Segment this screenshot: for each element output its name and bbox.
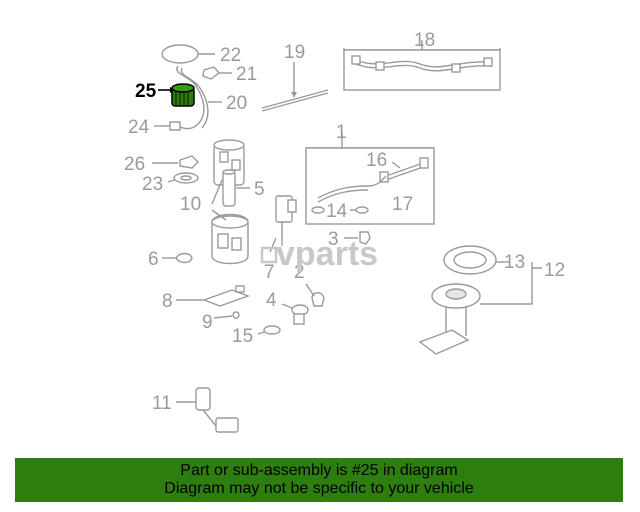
part-5-pump bbox=[222, 169, 236, 207]
callout-19: 19 bbox=[284, 42, 305, 63]
callout-25: 25 bbox=[135, 81, 157, 102]
callout-22: 22 bbox=[220, 45, 241, 66]
callout-15: 15 bbox=[232, 326, 253, 347]
banner-line-1: Part or sub-assembly is #25 in diagram bbox=[180, 462, 458, 479]
svg-text:vparts: vparts bbox=[276, 235, 378, 273]
callout-11: 11 bbox=[152, 393, 172, 414]
part-26-clip bbox=[179, 155, 199, 169]
part-9-oring bbox=[232, 311, 240, 319]
part-3-clip bbox=[359, 231, 371, 245]
callout-14: 14 bbox=[326, 201, 348, 222]
callout-5: 5 bbox=[254, 179, 265, 200]
callout-18: 18 bbox=[414, 30, 435, 51]
part-10-housing-bottom bbox=[211, 213, 249, 265]
callout-3: 3 bbox=[328, 229, 339, 250]
callout-8: 8 bbox=[162, 291, 173, 312]
callout-10: 10 bbox=[180, 194, 201, 215]
part-21-clip bbox=[202, 66, 221, 80]
part-15-gasket bbox=[263, 325, 281, 335]
callout-20: 20 bbox=[226, 93, 247, 114]
callout-26: 26 bbox=[124, 154, 145, 175]
part-22-ring bbox=[161, 44, 199, 64]
callout-6: 6 bbox=[148, 249, 159, 270]
callout-1: 1 bbox=[336, 122, 347, 143]
callout-16: 16 bbox=[366, 150, 387, 171]
banner-line-2: Diagram may not be specific to your vehi… bbox=[164, 480, 474, 497]
callout-9: 9 bbox=[202, 312, 213, 333]
part-14-harness bbox=[311, 175, 387, 214]
callout-12: 12 bbox=[544, 260, 565, 281]
callout-2: 2 bbox=[294, 262, 305, 283]
callout-23: 23 bbox=[142, 174, 163, 195]
part-13-lock-ring bbox=[443, 245, 497, 275]
part-16-sensor bbox=[379, 157, 429, 183]
vparts-watermark: vparts bbox=[260, 235, 378, 273]
callout-24: 24 bbox=[128, 117, 150, 138]
part-10-housing-top bbox=[213, 139, 245, 186]
part-19-rod bbox=[261, 89, 329, 109]
parts-diagram: 22 21 20 25 24 26 23 5 bbox=[124, 30, 565, 433]
part-7-sender bbox=[269, 195, 297, 253]
part-25-filter bbox=[171, 83, 195, 107]
part-2-cap bbox=[311, 292, 325, 307]
callout-4: 4 bbox=[266, 290, 277, 311]
part-6-cap bbox=[175, 252, 193, 264]
callout-17: 17 bbox=[392, 194, 413, 215]
part-8-bracket bbox=[201, 289, 251, 307]
part-4-valve bbox=[291, 304, 309, 325]
info-banner: Part or sub-assembly is #25 in diagram D… bbox=[15, 458, 623, 502]
part-24-fitting bbox=[169, 121, 181, 131]
callout-21: 21 bbox=[236, 64, 257, 85]
part-11-level-sensor bbox=[195, 387, 239, 433]
callout-7: 7 bbox=[264, 262, 275, 283]
callout-13: 13 bbox=[504, 252, 525, 273]
part-20-hose bbox=[175, 65, 205, 130]
part-18-lines bbox=[343, 49, 501, 91]
part-12-pump-module bbox=[418, 283, 481, 355]
